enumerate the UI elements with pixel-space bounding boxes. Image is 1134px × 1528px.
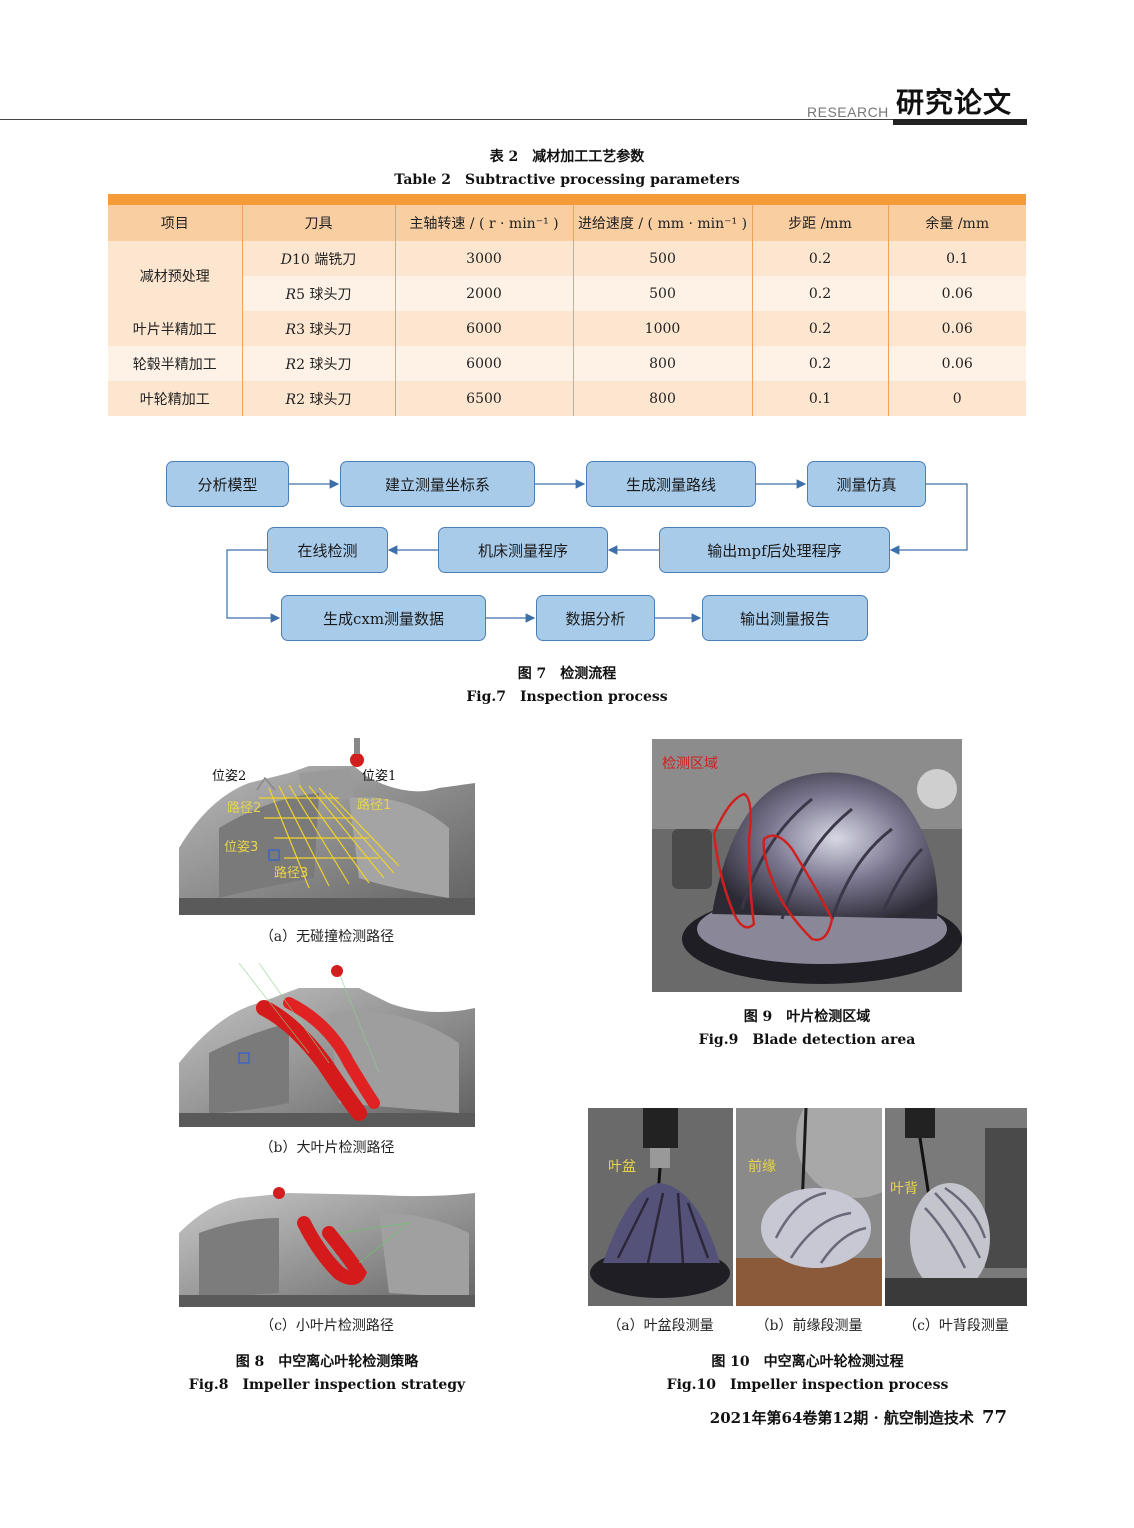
fig8a-subcaption: （a）无碰撞检测路径	[259, 929, 395, 945]
col-header-speed: 主轴转速 / ( r · min⁻¹ )	[395, 194, 574, 241]
fig8-caption-en: Fig.8 Impeller inspection strategy	[188, 1377, 466, 1393]
fig9-caption-en: Fig.9 Blade detection area	[698, 1032, 916, 1048]
table-row: 减材预处理 D10 端铣刀 3000 500 0.2 0.1	[108, 241, 1026, 311]
cell-speed: 6500	[395, 381, 574, 416]
page-number: 77	[981, 1407, 1007, 1428]
cell-feed: 500	[573, 276, 753, 311]
col-header-allowance: 余量 /mm	[888, 194, 1026, 241]
cell-allowance: 0	[888, 381, 1026, 416]
cell-feed: 800	[573, 346, 753, 381]
fig10-caption-en: Fig.10 Impeller inspection process	[666, 1377, 949, 1393]
fig10a-label-pressure-side: 叶盆	[608, 1159, 636, 1175]
cell-feed: 800	[573, 381, 753, 416]
table2-caption-cn: 表 2 减材加工工艺参数	[489, 149, 645, 165]
flow-box-machine-program: 机床测量程序	[438, 527, 608, 573]
flow-box-cxm-data: 生成cxm测量数据	[281, 595, 486, 641]
flow-box-measure-path: 生成测量路线	[586, 461, 756, 507]
fig10b-photo: 前缘	[736, 1108, 882, 1306]
table-row: 轮毂半精加工 R2 球头刀 6000 800 0.2 0.06	[108, 346, 1026, 381]
flow-box-data-analysis: 数据分析	[536, 595, 655, 641]
flow-box-report: 输出测量报告	[702, 595, 868, 641]
fig10b-label-leading-edge: 前缘	[748, 1159, 776, 1175]
cell-allowance: 0.06	[888, 346, 1026, 381]
fig7-caption-cn: 图 7 检测流程	[517, 666, 617, 682]
table-header-row: 项目 刀具 主轴转速 / ( r · min⁻¹ ) 进给速度 / ( mm ·…	[108, 194, 1026, 241]
fig10c-photo: 叶背	[885, 1108, 1027, 1306]
cell-tool: R5 球头刀	[242, 276, 396, 311]
fig9-label-detection-area: 检测区域	[662, 756, 718, 772]
cell-item: 叶片半精加工	[108, 311, 243, 346]
cell-step: 0.2	[752, 311, 889, 346]
table-row: 叶轮精加工 R2 球头刀 6500 800 0.1 0	[108, 381, 1026, 416]
cell-tool: R2 球头刀	[242, 346, 396, 381]
header-bar	[893, 119, 1027, 125]
fig8-caption-cn: 图 8 中空离心叶轮检测策略	[235, 1354, 419, 1370]
journal-issue: 2021年第64卷第12期 · 航空制造技术	[709, 1409, 974, 1427]
table2: 项目 刀具 主轴转速 / ( r · min⁻¹ ) 进给速度 / ( mm ·…	[108, 194, 1026, 416]
col-header-feed: 进给速度 / ( mm · min⁻¹ )	[573, 194, 753, 241]
table-row: 叶片半精加工 R3 球头刀 6000 1000 0.2 0.06	[108, 311, 1026, 346]
cell-feed: 1000	[573, 311, 753, 346]
fig8a-label-pose3: 位姿3	[224, 840, 259, 855]
fig9-photo: 检测区域	[652, 739, 962, 992]
flow-box-coordinate-system: 建立测量坐标系	[340, 461, 535, 507]
col-header-tool: 刀具	[242, 194, 396, 241]
header-rule	[0, 119, 893, 120]
cell-tool: R3 球头刀	[242, 311, 396, 346]
cell-item: 叶轮精加工	[108, 381, 243, 416]
flow-box-mpf-output: 输出mpf后处理程序	[659, 527, 890, 573]
header-section-title: 研究论文	[896, 86, 1013, 119]
fig10a-photo: 叶盆	[588, 1108, 733, 1306]
fig8b-subcaption: （b）大叶片检测路径	[259, 1140, 395, 1156]
fig8a-label-path3: 路径3	[274, 866, 309, 881]
cell-allowance: 0.1	[888, 241, 1026, 276]
flow-box-analyze-model: 分析模型	[166, 461, 289, 507]
flow-box-online-inspection: 在线检测	[267, 527, 388, 573]
cell-speed: 3000	[395, 241, 574, 276]
fig8a-label-pose1: 位姿1	[362, 769, 397, 784]
cell-allowance: 0.06	[888, 311, 1026, 346]
fig8c-image	[179, 1173, 475, 1307]
fig9-caption-cn: 图 9 叶片检测区域	[743, 1009, 871, 1025]
cell-speed: 2000	[395, 276, 574, 311]
cell-tool: D10 端铣刀	[242, 241, 396, 276]
flow-box-simulation: 测量仿真	[807, 461, 926, 507]
col-header-step: 步距 /mm	[752, 194, 889, 241]
cell-item: 轮毂半精加工	[108, 346, 243, 381]
page-footer: 2021年第64卷第12期 · 航空制造技术 77	[710, 1407, 1007, 1428]
cell-speed: 6000	[395, 311, 574, 346]
fig8b-image	[179, 963, 475, 1127]
header-research: RESEARCH	[807, 104, 889, 120]
cell-step: 0.2	[752, 346, 889, 381]
cell-step: 0.2	[752, 241, 889, 276]
fig8a-image: 位姿2 位姿1 路径2 路径1 位姿3 路径3	[179, 738, 475, 915]
fig10-caption-cn: 图 10 中空离心叶轮检测过程	[711, 1354, 904, 1370]
fig7-caption-en: Fig.7 Inspection process	[466, 689, 668, 705]
cell-step: 0.2	[752, 276, 889, 311]
fig8a-label-path2: 路径2	[227, 801, 262, 816]
table2-caption-en: Table 2 Subtractive processing parameter…	[394, 172, 740, 188]
cell-tool: R2 球头刀	[242, 381, 396, 416]
fig8a-label-path1: 路径1	[357, 798, 392, 813]
fig8c-subcaption: （c）小叶片检测路径	[260, 1318, 394, 1334]
cell-item: 减材预处理	[108, 241, 243, 311]
fig8a-label-pose2: 位姿2	[212, 769, 247, 784]
fig10a-subcaption: （a）叶盆段测量	[607, 1318, 714, 1334]
cell-allowance: 0.06	[888, 276, 1026, 311]
fig10c-label-suction-side: 叶背	[890, 1181, 918, 1197]
cell-step: 0.1	[752, 381, 889, 416]
cell-feed: 500	[573, 241, 753, 276]
table-row: R5 球头刀 2000 500 0.2 0.06	[108, 276, 1026, 311]
fig10b-subcaption: （b）前缘段测量	[755, 1318, 863, 1334]
col-header-item: 项目	[108, 194, 243, 241]
cell-speed: 6000	[395, 346, 574, 381]
fig10c-subcaption: （c）叶背段测量	[903, 1318, 1009, 1334]
